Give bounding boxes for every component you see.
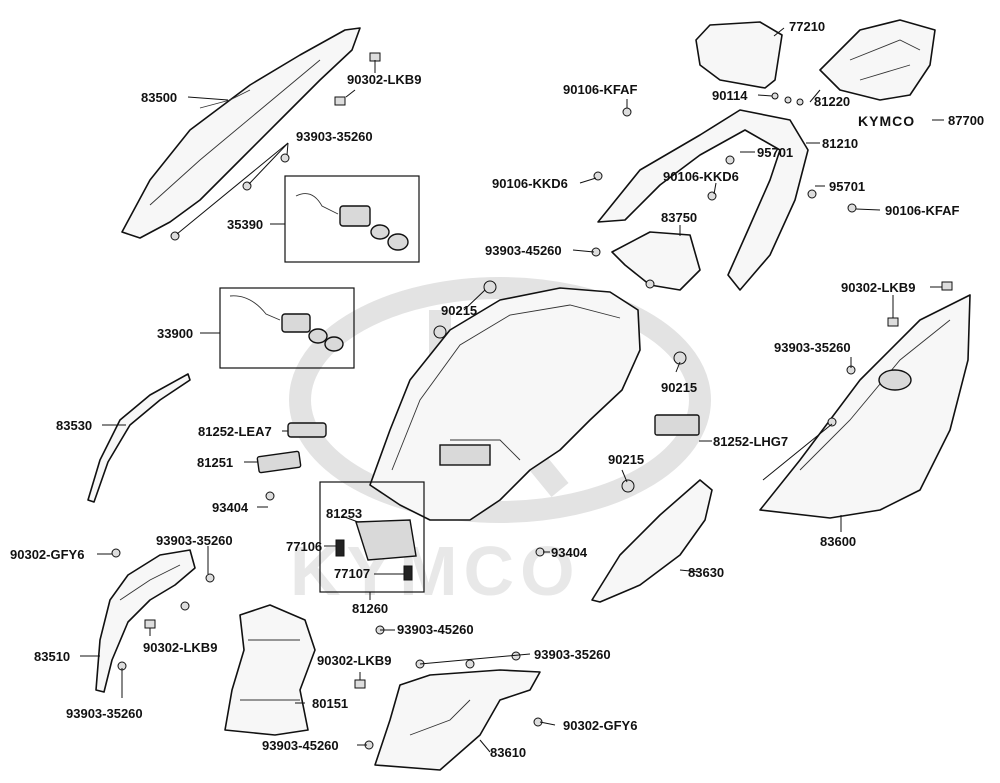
label-93404-b: 93404 [551, 545, 588, 560]
label-83630: 83630 [688, 565, 724, 580]
label-90302-lkb9-b: 90302-LKB9 [143, 640, 217, 655]
label-77107: 77107 [334, 566, 370, 581]
label-90106-kkd6-a: 90106-KKD6 [492, 176, 568, 191]
part-83750-bracket [611, 231, 701, 291]
part-81220-top-plate [819, 19, 936, 101]
label-93903-45260-c: 93903-45260 [485, 243, 562, 258]
part-87700-badge: KYMCO [858, 113, 915, 129]
label-93903-35260-a: 93903-35260 [296, 129, 373, 144]
part-83500-side-cover [121, 27, 361, 239]
label-81260: 81260 [352, 601, 388, 616]
label-90302-lkb9-c: 90302-LKB9 [317, 653, 391, 668]
label-90302-gfy6-b: 90302-GFY6 [563, 718, 637, 733]
part-35390-box [284, 175, 420, 263]
label-83530: 83530 [56, 418, 92, 433]
part-77210-backrest [695, 21, 783, 89]
label-90114: 90114 [712, 88, 748, 103]
label-93903-45260-b: 93903-45260 [262, 738, 339, 753]
part-77106-clip [335, 539, 345, 557]
part-81252-lhg7-emblem [654, 414, 700, 436]
label-77106: 77106 [286, 539, 322, 554]
label-81252-lea7: 81252-LEA7 [198, 424, 272, 439]
label-83600: 83600 [820, 534, 856, 549]
part-81210-rear-carrier [597, 109, 809, 291]
label-80151: 80151 [312, 696, 348, 711]
part-83630-side-panel [591, 479, 713, 603]
label-90302-lkb9-a: 90302-LKB9 [347, 72, 421, 87]
part-80151-inner-cover [224, 604, 316, 736]
label-93903-45260-a: 93903-45260 [397, 622, 474, 637]
kymco-badge-text: KYMCO [858, 113, 915, 129]
label-81251: 81251 [197, 455, 233, 470]
label-81220: 81220 [814, 94, 850, 109]
label-90215-c: 90215 [608, 452, 644, 467]
label-90106-kkd6-b: 90106-KKD6 [663, 169, 739, 184]
label-93903-35260-b: 93903-35260 [156, 533, 233, 548]
label-77210: 77210 [789, 19, 825, 34]
part-81253-plate [355, 519, 417, 561]
label-93404-a: 93404 [212, 500, 249, 515]
label-90215-b: 90215 [661, 380, 697, 395]
leader-lines [80, 27, 944, 753]
label-95701-a: 95701 [757, 145, 793, 160]
label-90302-lkb9-d: 90302-LKB9 [841, 280, 915, 295]
part-labels: 83500 90302-LKB9 93903-35260 35390 33900… [10, 19, 984, 760]
label-83500: 83500 [141, 90, 177, 105]
label-33900: 33900 [157, 326, 193, 341]
label-93903-35260-d: 93903-35260 [534, 647, 611, 662]
label-90215-a: 90215 [441, 303, 477, 318]
label-81210: 81210 [822, 136, 858, 151]
part-83510-side-frame [95, 549, 196, 693]
part-81260-box [319, 481, 425, 593]
part-77107-clip [403, 565, 413, 581]
part-35390-switch-assembly [295, 193, 409, 251]
part-33900-switch-assembly [229, 295, 344, 352]
label-90302-gfy6-a: 90302-GFY6 [10, 547, 84, 562]
label-90106-kfaf-b: 90106-KFAF [885, 203, 959, 218]
part-storage-box [369, 287, 641, 521]
label-95701-b: 95701 [829, 179, 865, 194]
label-83510: 83510 [34, 649, 70, 664]
label-83610: 83610 [490, 745, 526, 760]
part-83530-trim-strip [87, 373, 191, 503]
label-93903-35260-c: 93903-35260 [66, 706, 143, 721]
label-35390: 35390 [227, 217, 263, 232]
label-83750: 83750 [661, 210, 697, 225]
part-83600-right-cover [759, 294, 971, 519]
label-93903-35260-e: 93903-35260 [774, 340, 851, 355]
part-81251-emblem [256, 450, 302, 474]
label-90106-kfaf-a: 90106-KFAF [563, 82, 637, 97]
part-83610-lower-cover [374, 669, 541, 771]
label-87700: 87700 [948, 113, 984, 128]
label-81252-lhg7: 81252-LHG7 [713, 434, 788, 449]
part-81252-lea7-emblem [287, 422, 327, 438]
label-81253: 81253 [326, 506, 362, 521]
part-33900-box [219, 287, 355, 369]
